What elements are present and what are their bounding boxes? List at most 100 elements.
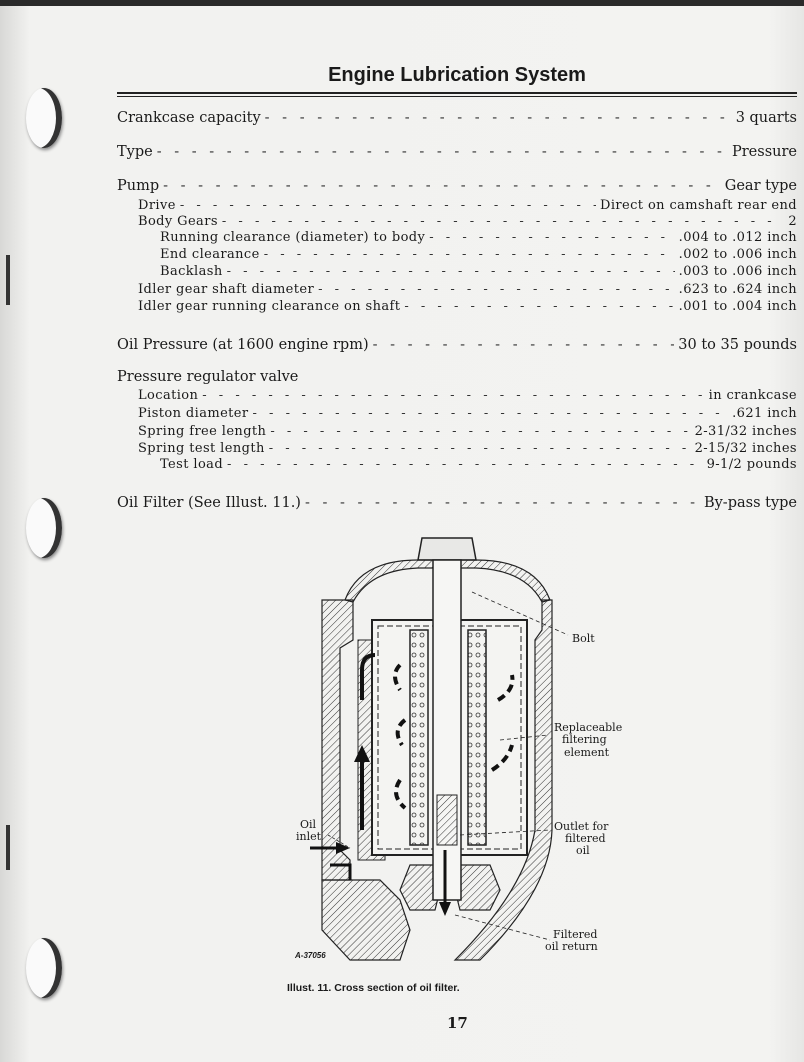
spec-value: 3 quarts — [735, 110, 797, 126]
label-inlet: Oil — [300, 818, 317, 831]
spec-value: Direct on camshaft rear end — [600, 198, 797, 213]
spec-row: Idler gear running clearance on shaft- -… — [138, 299, 797, 314]
label-element: Replaceable — [554, 721, 622, 734]
spec-row: Test load- - - - - - - - - - - - - - - -… — [160, 457, 797, 472]
spec-value: .621 inch — [732, 406, 797, 421]
spec-label: Backlash — [160, 264, 223, 279]
spec-value: .001 to .004 inch — [678, 299, 797, 314]
housing-left — [321, 599, 354, 881]
spec-row: Running clearance (diameter) to body- - … — [160, 230, 797, 245]
spec-label: Idler gear running clearance on shaft — [138, 299, 401, 314]
spec-label: Crankcase capacity — [117, 110, 261, 126]
label-inlet: inlet — [296, 830, 322, 843]
leader-dashes: - - - - - - - - - - - - - - - - - - - - … — [156, 144, 728, 160]
spec-label: End clearance — [160, 247, 260, 262]
spec-row: Body Gears- - - - - - - - - - - - - - - … — [138, 214, 797, 229]
spec-label: Spring free length — [138, 424, 267, 439]
base-left — [321, 879, 411, 961]
spec-row: Piston diameter- - - - - - - - - - - - -… — [138, 406, 797, 421]
spec-label: Oil Filter (See Illust. 11.) — [117, 495, 301, 511]
label-outlet: Outlet for — [554, 820, 609, 833]
leader-dashes: - - - - - - - - - - - - - - - - - - - - … — [252, 406, 729, 421]
label-return: oil return — [545, 940, 598, 953]
leader-dashes: - - - - - - - - - - - - - - - - - - - - … — [372, 337, 675, 353]
spec-label: Pump — [117, 178, 160, 194]
punch-hole — [26, 498, 62, 558]
spec-label: Test load — [160, 457, 224, 472]
leader-dashes: - - - - - - - - - - - - - - - - - - - - … — [263, 247, 675, 262]
spec-row: Spring test length- - - - - - - - - - - … — [138, 441, 797, 456]
label-return: Filtered — [553, 928, 597, 941]
spec-label: Oil Pressure (at 1600 engine rpm) — [117, 337, 369, 353]
spec-value: 2 — [788, 214, 797, 229]
filter-element — [467, 629, 487, 846]
label-outlet: filtered — [565, 832, 606, 845]
spec-value: .623 to .624 inch — [678, 282, 797, 297]
top-edge — [0, 0, 804, 6]
housing-right — [453, 599, 553, 961]
spec-label: Body Gears — [138, 214, 218, 229]
spec-label: Location — [138, 388, 199, 403]
leader-dashes: - - - - - - - - - - - - - - - - - - - - … — [429, 230, 674, 245]
punch-hole — [26, 88, 62, 148]
center-bolt — [432, 559, 462, 901]
title-rule — [117, 92, 797, 94]
label-element: filtering — [562, 733, 607, 746]
leader-dashes: - - - - - - - - - - - - - - - - - - - - … — [202, 388, 704, 403]
spec-label: Idler gear shaft diameter — [138, 282, 315, 297]
label-outlet: oil — [576, 844, 590, 857]
page-title: Engine Lubrication System — [328, 64, 586, 86]
label-bolt: Bolt — [572, 632, 595, 645]
spec-row: Drive- - - - - - - - - - - - - - - - - -… — [138, 198, 797, 213]
leader-dashes: - - - - - - - - - - - - - - - - - - - - … — [318, 282, 675, 297]
spec-label: Spring test length — [138, 441, 265, 456]
spec-row: Pressure regulator valve — [117, 369, 797, 385]
oil-filter-diagram: Bolt Replaceable filtering element Oil i… — [294, 537, 622, 961]
spec-row: Oil Pressure (at 1600 engine rpm)- - - -… — [117, 337, 797, 353]
spec-value: 30 to 35 pounds — [678, 337, 797, 353]
spec-row: Crankcase capacity- - - - - - - - - - - … — [117, 110, 797, 126]
spec-row: Spring free length- - - - - - - - - - - … — [138, 424, 797, 439]
title-rule — [117, 96, 797, 97]
spec-row: Backlash- - - - - - - - - - - - - - - - … — [160, 264, 797, 279]
leader-dashes: - - - - - - - - - - - - - - - - - - - - … — [179, 198, 596, 213]
binder-mark — [6, 255, 10, 305]
spec-value: .003 to .006 inch — [678, 264, 797, 279]
spec-row: Pump- - - - - - - - - - - - - - - - - - … — [117, 178, 797, 194]
spec-row: End clearance- - - - - - - - - - - - - -… — [160, 247, 797, 262]
spec-label: Pressure regulator valve — [117, 369, 299, 385]
leader-dashes: - - - - - - - - - - - - - - - - - - - - … — [264, 110, 732, 126]
spec-row: Idler gear shaft diameter- - - - - - - -… — [138, 282, 797, 297]
label-element: element — [564, 746, 610, 759]
spec-value: By-pass type — [703, 495, 797, 511]
punch-hole — [26, 938, 62, 998]
bolt-head — [417, 537, 477, 561]
spec-label: Running clearance (diameter) to body — [160, 230, 426, 245]
figure-caption: Illust. 11. Cross section of oil filter. — [287, 982, 460, 994]
spec-value: 9-1/2 pounds — [706, 457, 797, 472]
spec-value: Gear type — [724, 178, 797, 194]
spec-row: Type- - - - - - - - - - - - - - - - - - … — [117, 144, 797, 160]
page-number: 17 — [447, 1014, 468, 1032]
leader-dashes: - - - - - - - - - - - - - - - - - - - - … — [226, 264, 675, 279]
leader-dashes: - - - - - - - - - - - - - - - - - - - - … — [268, 441, 691, 456]
leader-dashes: - - - - - - - - - - - - - - - - - - - - … — [404, 299, 674, 314]
spec-value: Pressure — [731, 144, 797, 160]
spec-value: 2-15/32 inches — [694, 441, 797, 456]
leader-dashes: - - - - - - - - - - - - - - - - - - - - … — [304, 495, 700, 511]
spec-value: .002 to .006 inch — [678, 247, 797, 262]
figure-code: A-37056 — [294, 951, 326, 960]
spec-value: .004 to .012 inch — [678, 230, 797, 245]
spec-row: Location- - - - - - - - - - - - - - - - … — [138, 388, 797, 403]
spec-row: Oil Filter (See Illust. 11.)- - - - - - … — [117, 495, 797, 511]
filter-element — [409, 629, 429, 846]
leader-dashes: - - - - - - - - - - - - - - - - - - - - … — [270, 424, 690, 439]
leader-dashes: - - - - - - - - - - - - - - - - - - - - … — [221, 214, 784, 229]
spec-value: in crankcase — [708, 388, 797, 403]
spec-label: Piston diameter — [138, 406, 249, 421]
spec-label: Drive — [138, 198, 176, 213]
leader-dashes: - - - - - - - - - - - - - - - - - - - - … — [227, 457, 703, 472]
spec-label: Type — [117, 144, 153, 160]
binder-mark — [6, 825, 10, 870]
